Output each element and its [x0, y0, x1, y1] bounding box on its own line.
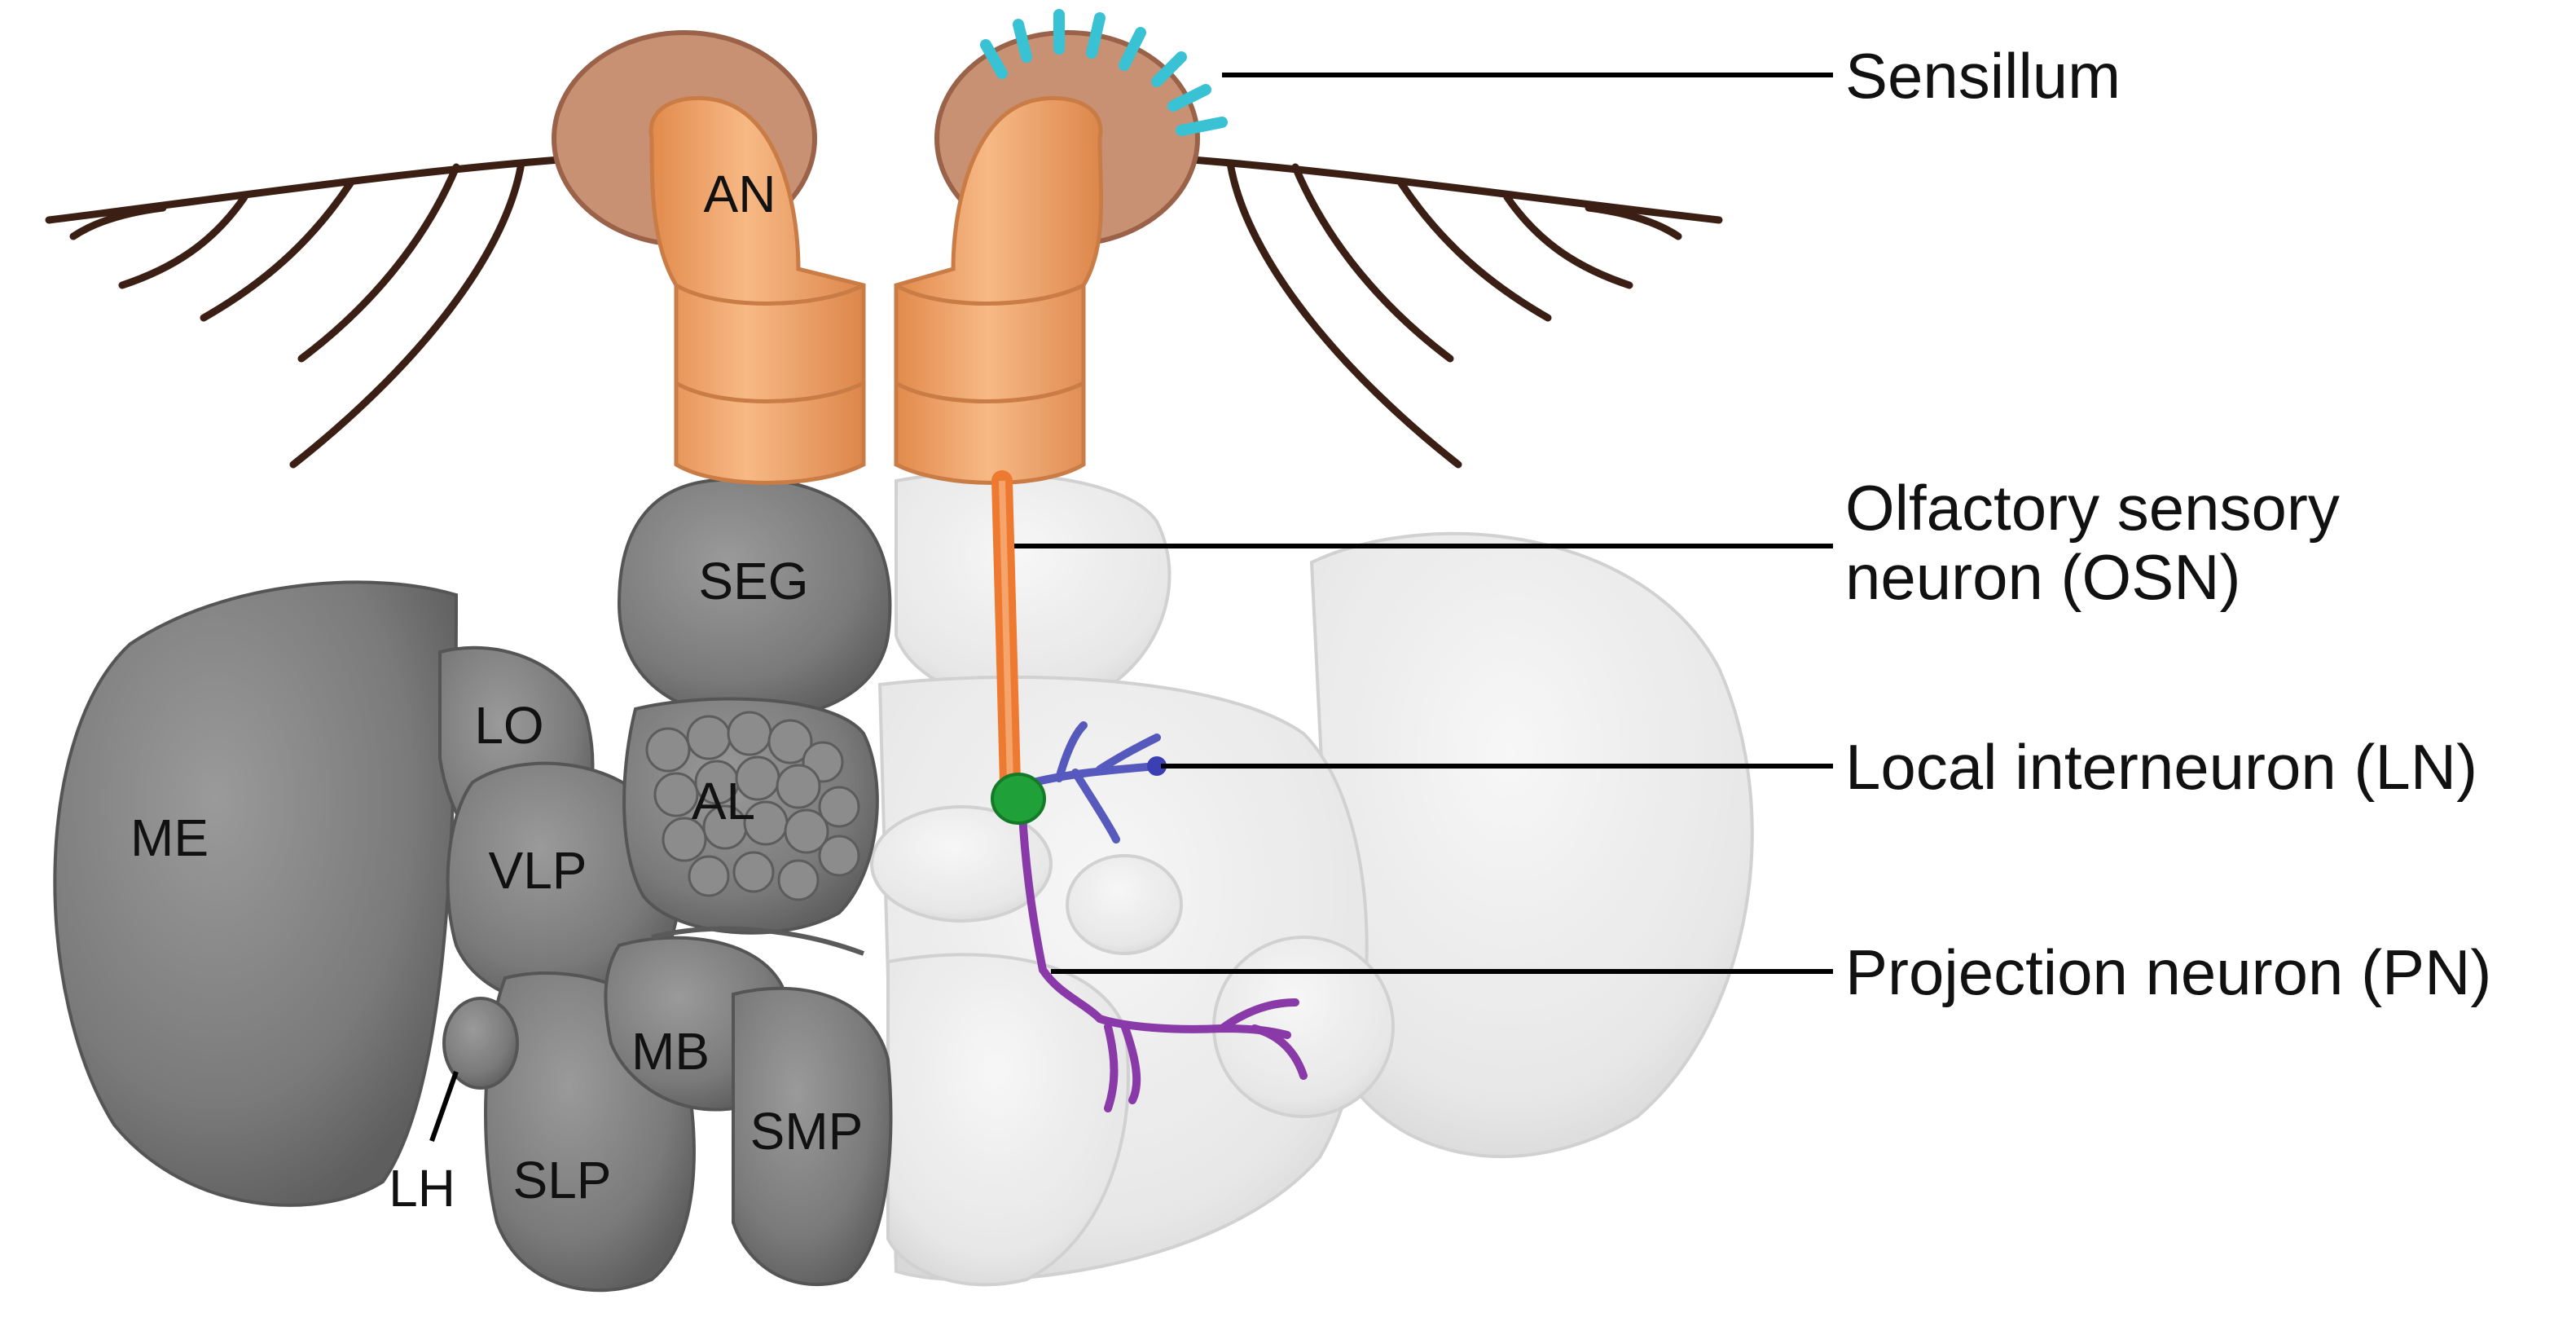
lh-leader: [429, 1071, 459, 1142]
osn-soma: [991, 773, 1046, 825]
callout-sensillum: Sensillum: [1845, 40, 2121, 112]
pn-neuron: [1018, 811, 1308, 1112]
label-lh: LH: [389, 1159, 455, 1218]
callout-ln: Local interneuron (LN): [1845, 731, 2477, 803]
label-vlp: VLP: [489, 841, 587, 900]
left-hemisphere: [53, 477, 893, 1293]
left-antenna: [45, 30, 866, 485]
label-mb: MB: [631, 1022, 710, 1081]
callout-pn: Projection neuron (PN): [1845, 936, 2491, 1008]
lh-region: [442, 997, 519, 1090]
label-seg: SEG: [698, 552, 808, 610]
callout-osn-line1: Olfactory sensory: [1845, 472, 2340, 544]
leader-lines: [429, 73, 1833, 1142]
neurons: [991, 470, 1308, 1112]
callout-osn-line2: neuron (OSN): [1845, 541, 2241, 613]
region-labels: AN SEG LO AL ME VLP MB SMP SLP LH: [130, 165, 863, 1218]
label-smp: SMP: [750, 1102, 864, 1161]
label-me: ME: [130, 808, 209, 867]
me-region: [53, 580, 459, 1207]
sensilla-icon: [980, 9, 1228, 136]
right-antenna: [894, 9, 1723, 485]
smp-region: [732, 986, 893, 1287]
label-an: AN: [704, 165, 776, 223]
label-slp: SLP: [513, 1151, 612, 1209]
label-lo: LO: [474, 696, 543, 755]
right-hemisphere: [870, 471, 1754, 1287]
callout-labels: Sensillum Olfactory sensory neuron (OSN)…: [1845, 40, 2491, 1008]
label-al: AL: [692, 772, 755, 830]
